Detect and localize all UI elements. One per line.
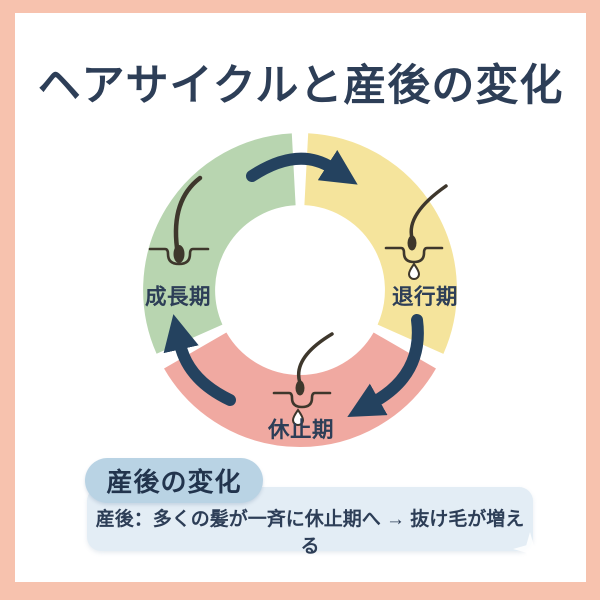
postpartum-change-box: 産後の変化 産後：多くの髪が一斉に休止期へ → 抜け毛が増える — [85, 458, 547, 568]
hair-cycle-diagram: 成長期 退行期 休止期 — [143, 133, 458, 447]
growth-phase-label: 成長期 — [145, 285, 211, 309]
regression-phase-label: 退行期 — [392, 284, 458, 309]
postpartum-heading-label: 産後の変化 — [106, 467, 242, 497]
postpartum-box-heading-tab: 産後の変化 — [85, 458, 263, 503]
hair-follicle-anagen-icon — [148, 175, 210, 266]
arrow-regression-to-resting-icon — [347, 314, 424, 417]
resting-phase-label: 休止期 — [267, 418, 334, 442]
page-title: ヘアサイクルと産後の変化 — [37, 62, 564, 110]
content-card: ヘアサイクルと産後の変化 — [15, 13, 586, 582]
postpartum-description: 産後：多くの髪が一斉に休止期へ → 抜け毛が増える — [95, 509, 525, 557]
hair-follicle-telogen-icon — [272, 332, 334, 426]
droplet-icon — [407, 262, 421, 280]
hair-follicle-catagen-icon — [384, 184, 448, 280]
resting-segment — [164, 331, 436, 447]
growth-segment — [143, 133, 297, 354]
arrow-growth-to-regression-icon — [246, 149, 358, 185]
arrow-resting-to-growth-icon — [163, 314, 236, 406]
droplet-icon — [291, 408, 305, 426]
